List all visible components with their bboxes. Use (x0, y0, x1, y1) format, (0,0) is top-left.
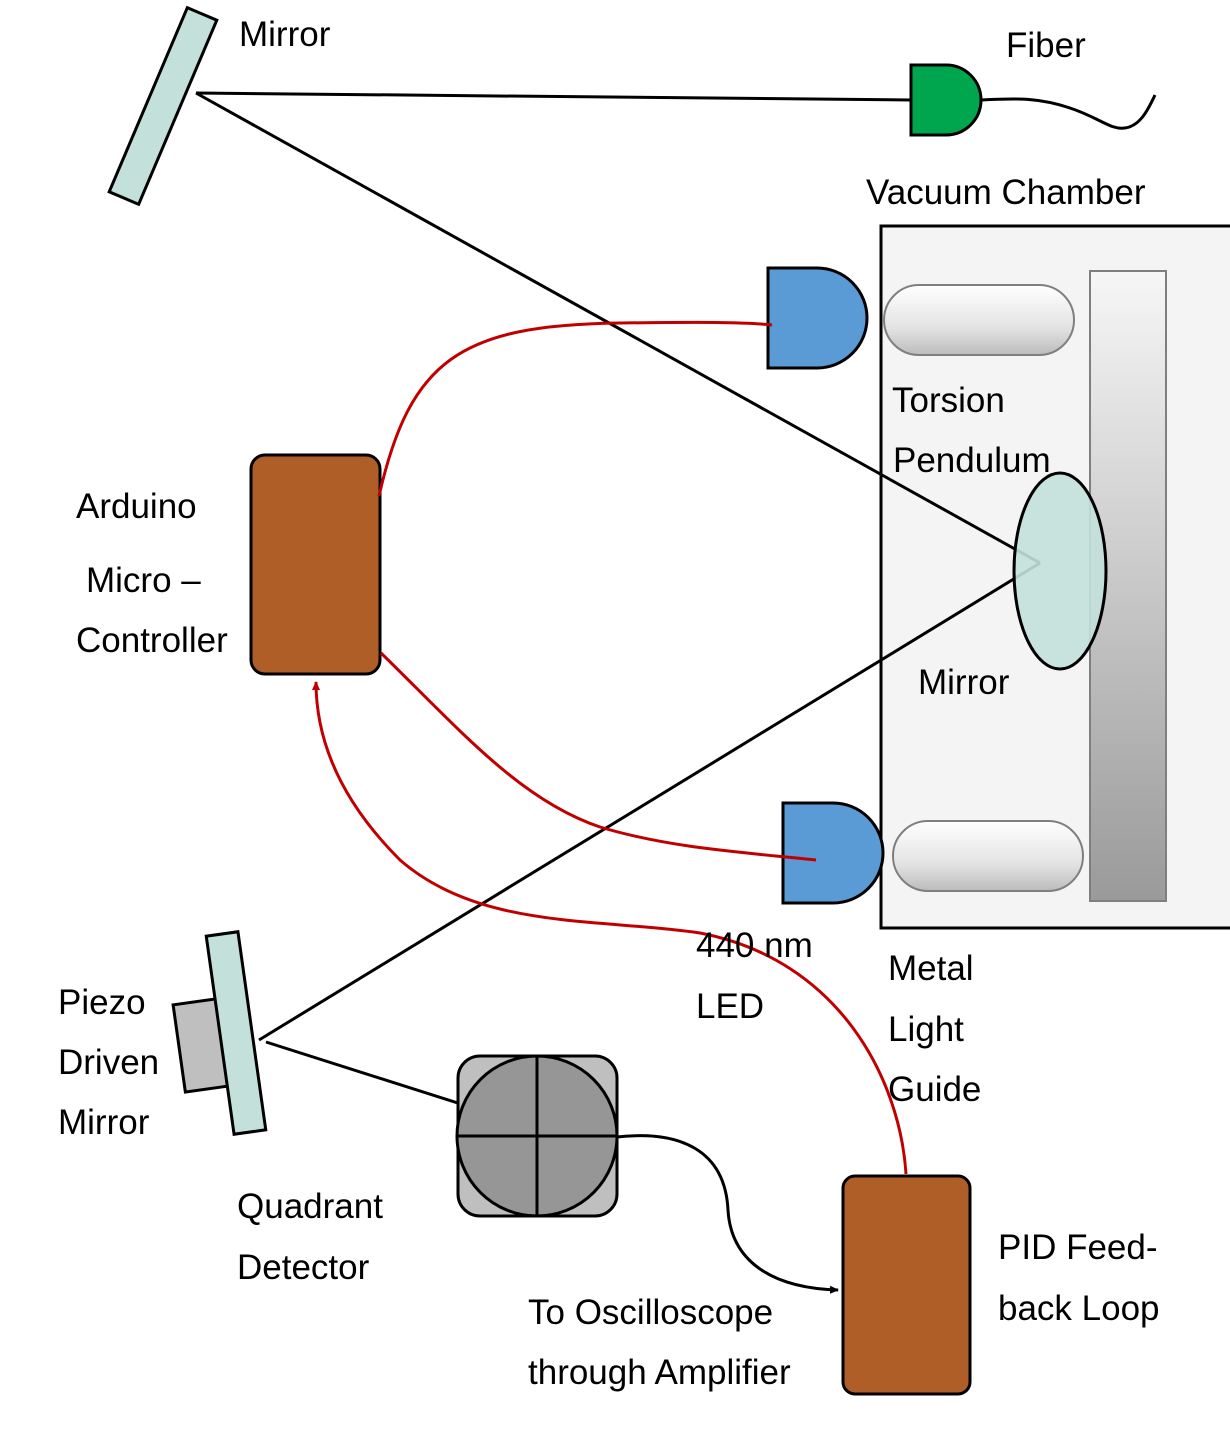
label-mirror-center: Mirror (918, 663, 1010, 702)
fiber-connector (909, 63, 983, 137)
label-led-1: 440 nm (696, 926, 813, 965)
pid-controller-box (841, 1174, 972, 1396)
label-pid-2: back Loop (998, 1289, 1160, 1328)
arduino-controller-box (249, 453, 382, 676)
label-oscilloscope-1: To Oscilloscope (528, 1293, 774, 1332)
label-vacuum-chamber: Vacuum Chamber (866, 173, 1146, 212)
label-torsion-pendulum-2: Pendulum (893, 441, 1051, 480)
wire-arduino-to-led-upper (377, 320, 773, 497)
label-arduino-3: Controller (76, 621, 228, 660)
led-lower (781, 801, 885, 905)
label-arduino-2: Micro – (86, 561, 201, 600)
label-fiber: Fiber (1006, 26, 1086, 65)
label-piezo-2: Driven (58, 1043, 160, 1082)
label-quadrant-1: Quadrant (237, 1187, 383, 1226)
label-light-guide-1: Metal (888, 949, 974, 988)
wire-pid-to-arduino (312, 681, 908, 1175)
torsion-pendulum-lower (892, 820, 1084, 892)
wire-arduino-to-led-lower (379, 651, 817, 862)
piezo-driven-mirror (204, 930, 268, 1136)
led-upper (766, 266, 869, 370)
label-arduino-1: Arduino (76, 487, 197, 526)
label-piezo-3: Mirror (58, 1103, 150, 1142)
label-led-2: LED (696, 987, 765, 1026)
beam-mirror-to-pendulum (195, 91, 1041, 565)
label-pid-1: PID Feed- (998, 1228, 1158, 1267)
label-piezo-1: Piezo (58, 983, 146, 1022)
torsion-pendulum-upper (883, 284, 1075, 356)
pendulum-mirror (1012, 471, 1108, 671)
label-mirror-top: Mirror (239, 15, 331, 54)
label-quadrant-2: Detector (237, 1248, 370, 1287)
label-light-guide-3: Guide (888, 1070, 982, 1109)
fiber-cable (980, 94, 1157, 130)
top-mirror (107, 5, 219, 207)
label-torsion-pendulum-1: Torsion (892, 381, 1005, 420)
label-oscilloscope-2: through Amplifier (528, 1353, 791, 1392)
beam-pendulum-to-piezo (258, 561, 1041, 1042)
beam-mirror-to-fiber (195, 91, 912, 102)
label-light-guide-2: Light (888, 1010, 964, 1049)
signal-detector-to-pid (616, 1134, 839, 1294)
